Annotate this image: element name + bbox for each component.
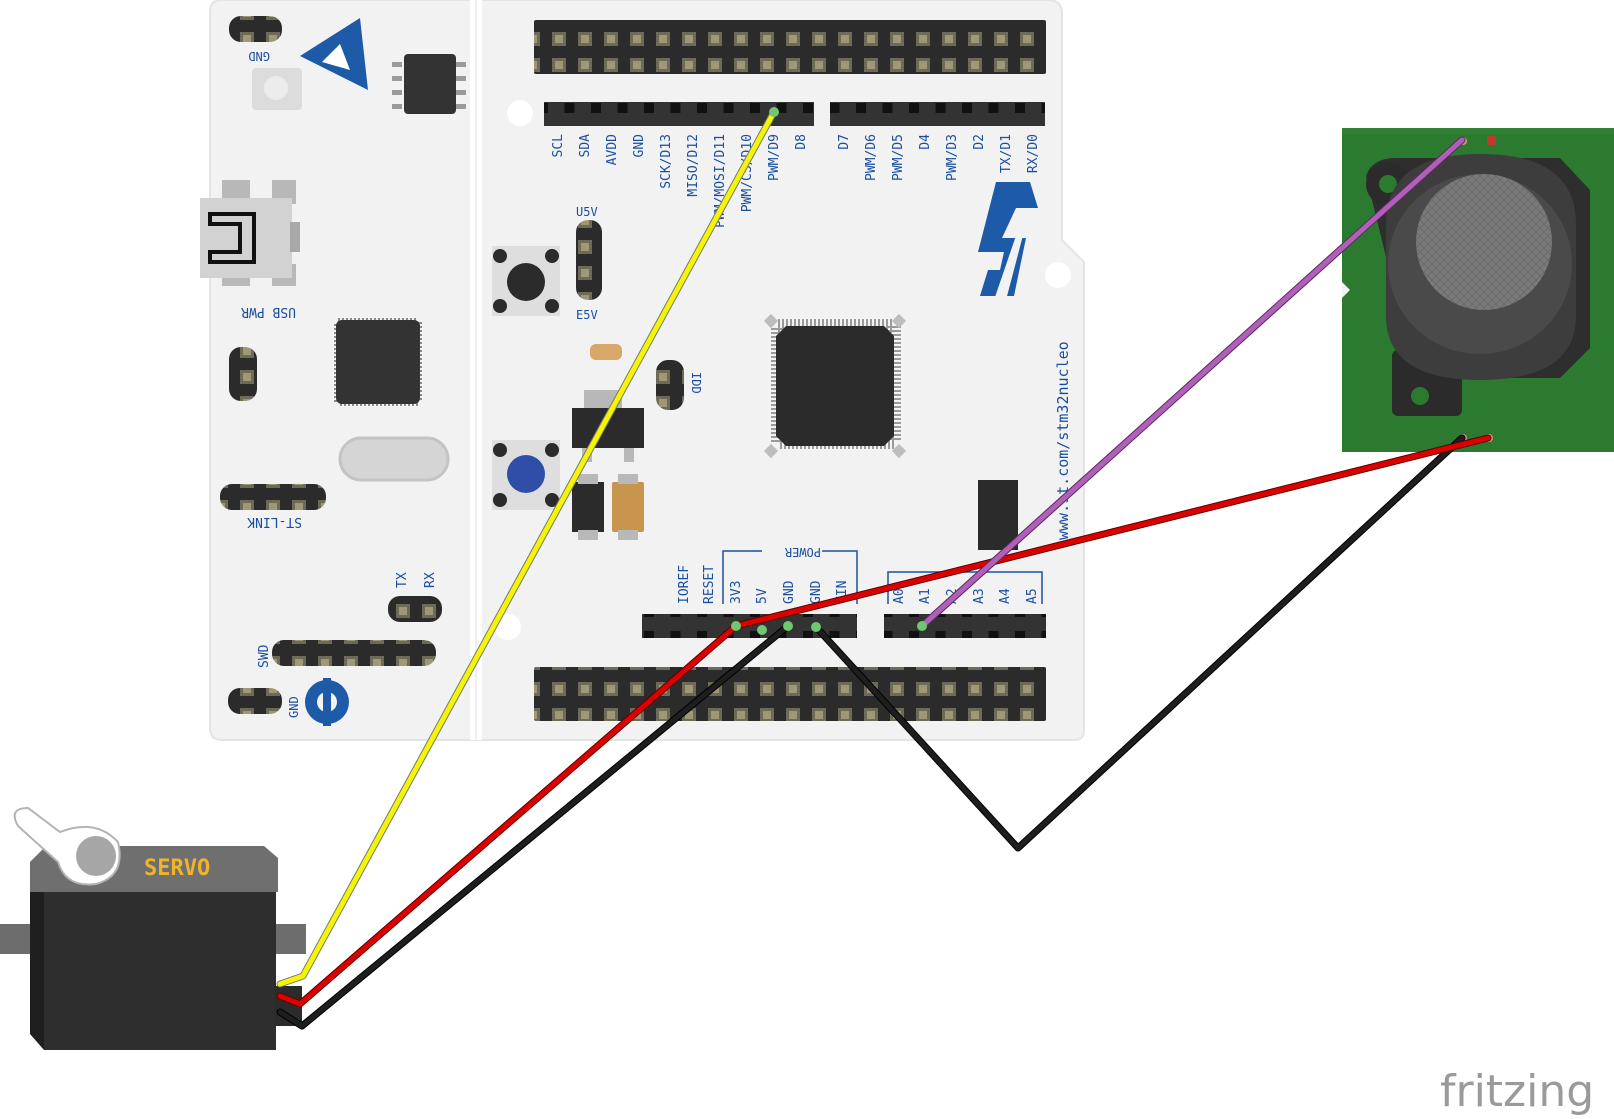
diode bbox=[572, 482, 604, 532]
morpho-header-top bbox=[534, 20, 1046, 74]
pin-label: D7 bbox=[837, 134, 852, 150]
usb-pwr-label: USB PWR bbox=[241, 304, 296, 319]
wires bbox=[276, 107, 1492, 1030]
led-lens bbox=[264, 76, 288, 100]
pin-label: A4 bbox=[998, 588, 1013, 604]
gnd-label-top: GND bbox=[248, 49, 270, 63]
pin-label: 5V bbox=[755, 588, 770, 604]
tantalum-capacitor bbox=[612, 482, 644, 532]
pin-label: A0 bbox=[892, 588, 907, 604]
st-logo-small bbox=[300, 18, 368, 90]
swd-label: SWD bbox=[257, 644, 272, 668]
pin-label: D8 bbox=[794, 134, 809, 150]
top-right-pin-labels: D7 PWM/D6 PWM/D5 D4 PWM/D3 D2 TX/D1 RX/D… bbox=[837, 134, 1041, 181]
board-pcb bbox=[209, 0, 1085, 741]
pin-label: GND bbox=[782, 580, 797, 604]
idd-label: IDD bbox=[689, 372, 703, 394]
pin-label: MISO/D12 bbox=[686, 134, 701, 197]
pin-label: TX/D1 bbox=[999, 134, 1014, 173]
pin-label: SCL bbox=[551, 134, 566, 158]
swd-header bbox=[272, 640, 436, 666]
smd-resistor bbox=[590, 344, 622, 360]
header-analog bbox=[884, 614, 1046, 638]
rx-label: RX bbox=[423, 572, 438, 588]
pin-label: A3 bbox=[972, 588, 987, 604]
pin-label: SDA bbox=[578, 134, 593, 158]
pin-label: GND bbox=[632, 134, 647, 158]
wire-endpoints bbox=[731, 107, 927, 635]
pin-label: PWM/D6 bbox=[864, 134, 879, 181]
stlink-mcu bbox=[334, 318, 422, 406]
pin-label: SCK/D13 bbox=[659, 134, 674, 189]
mounting-hole bbox=[495, 614, 521, 640]
joystick-module bbox=[1342, 128, 1614, 452]
mounting-hole bbox=[507, 100, 533, 126]
servo-motor: SERVO bbox=[0, 806, 306, 1050]
reset-button bbox=[492, 246, 560, 316]
main-mcu bbox=[763, 313, 907, 459]
fritzing-watermark: fritzing bbox=[1440, 1066, 1594, 1117]
servo-body bbox=[44, 892, 276, 1050]
joystick-pcb-shade bbox=[1342, 128, 1614, 134]
morpho-header-bottom bbox=[534, 667, 1046, 721]
stm32-logo-small bbox=[305, 678, 349, 726]
user-button bbox=[492, 440, 560, 510]
st-logo-large bbox=[978, 182, 1038, 300]
usb-connector bbox=[200, 180, 300, 286]
eeprom-chip bbox=[392, 54, 466, 114]
crystal bbox=[338, 436, 450, 482]
e5v-label: E5V bbox=[576, 308, 598, 322]
pin-label: A1 bbox=[918, 588, 933, 604]
board-url: www.st.com/stm32nucleo bbox=[1054, 341, 1072, 540]
pin-label: RX/D0 bbox=[1026, 134, 1041, 173]
pin-label: A5 bbox=[1025, 588, 1040, 604]
gnd-label-bottom: GND bbox=[287, 696, 301, 718]
pin-label: PWM/D9 bbox=[767, 134, 782, 181]
pin-label: AVDD bbox=[605, 134, 620, 165]
gnd-pin-pair-top bbox=[229, 16, 282, 42]
black-component bbox=[978, 480, 1018, 550]
pin-label: PWM/D5 bbox=[891, 134, 906, 181]
pin-label: RESET bbox=[702, 565, 717, 604]
joystick-marker bbox=[1487, 136, 1496, 145]
pin-label: GND bbox=[809, 580, 824, 604]
u5v-label: U5V bbox=[576, 205, 598, 219]
power-label: POWER bbox=[784, 545, 821, 559]
header-top-right bbox=[830, 102, 1045, 126]
idd-jumper bbox=[656, 360, 684, 410]
mounting-hole bbox=[1045, 262, 1071, 288]
gnd-pin-pair-bottom bbox=[228, 688, 282, 714]
power-select-jumper bbox=[576, 220, 602, 300]
stlink-label: ST-LINK bbox=[247, 514, 302, 529]
jumper-left bbox=[229, 347, 257, 401]
servo-shaft bbox=[76, 836, 116, 876]
pin-label: PWM/D3 bbox=[945, 134, 960, 181]
nucleo-board: SCL SDA AVDD GND SCK/D13 MISO/D12 PWM/MO… bbox=[200, 0, 1085, 741]
power-bracket bbox=[722, 550, 858, 604]
pin-label: D2 bbox=[972, 134, 987, 150]
servo-label: SERVO bbox=[144, 856, 210, 881]
tx-rx-header bbox=[388, 596, 442, 622]
power-pin-labels: IOREF RESET 3V3 5V GND GND VIN bbox=[677, 565, 850, 604]
joystick-knob bbox=[1416, 174, 1552, 310]
pin-label: IOREF bbox=[677, 565, 692, 604]
pin-label: 3V3 bbox=[729, 581, 744, 604]
tx-label: TX bbox=[395, 572, 410, 588]
voltage-regulator bbox=[572, 390, 644, 462]
pin-label: D4 bbox=[918, 134, 933, 150]
stlink-header bbox=[220, 484, 326, 510]
